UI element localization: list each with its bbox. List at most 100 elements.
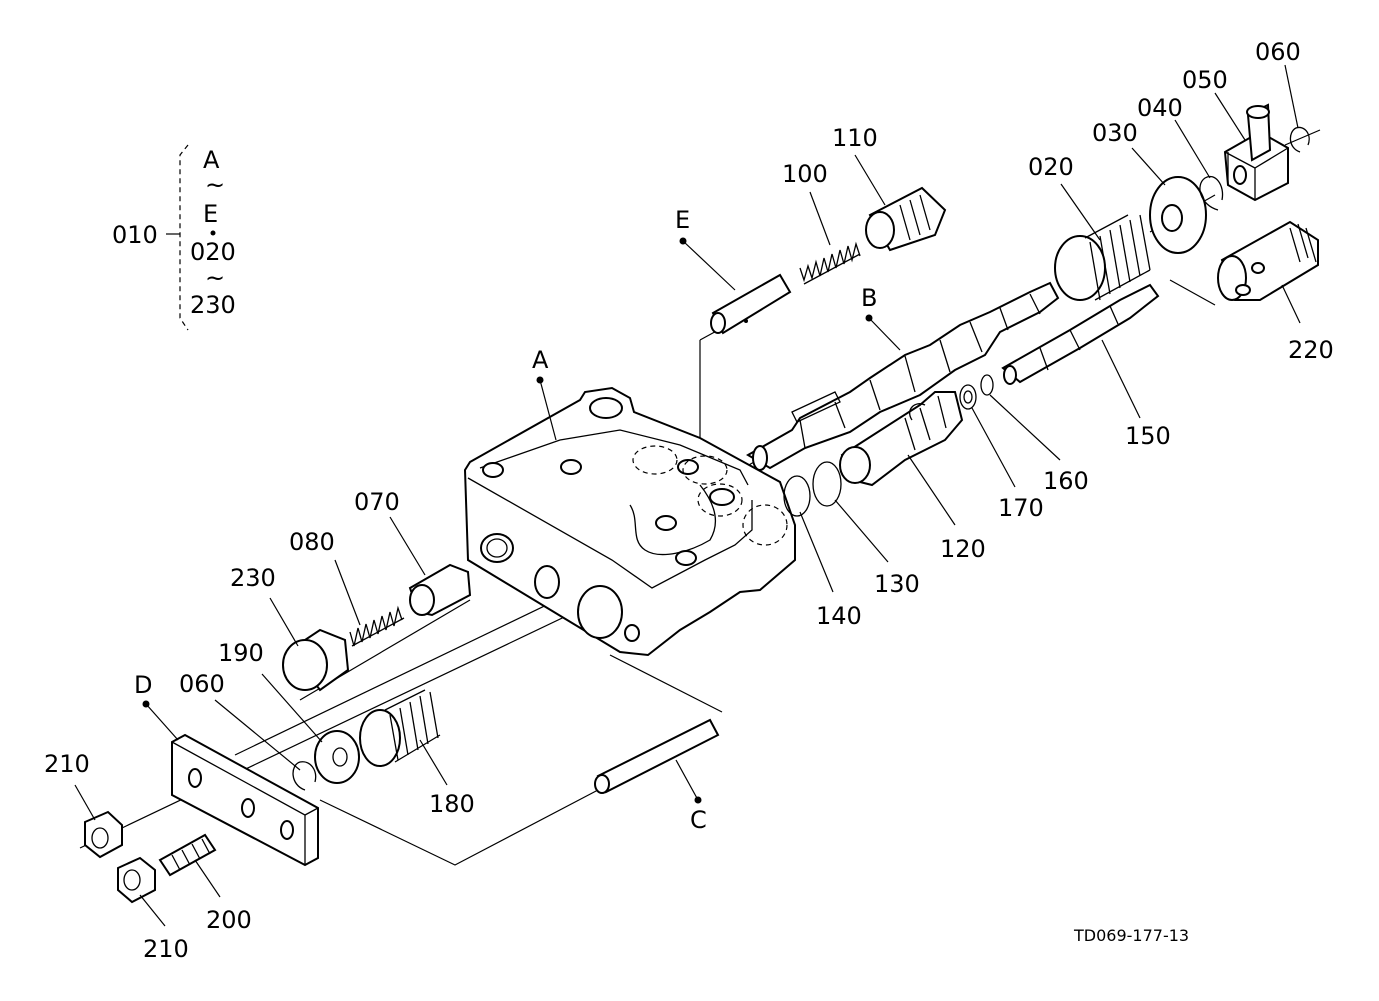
plate-d-hole-3 xyxy=(280,820,294,840)
valve-120-lands xyxy=(904,395,947,451)
label-060-top: 060 xyxy=(1255,38,1301,66)
label-190: 190 xyxy=(218,639,264,667)
body-top-boss xyxy=(589,397,623,419)
body-front-port-3 xyxy=(577,585,623,639)
nut-210-bottom xyxy=(117,856,156,904)
plug-110-bore xyxy=(865,211,895,249)
clip-060-top xyxy=(1289,126,1310,153)
washer-190-inner xyxy=(332,747,348,767)
callout-010: 010 xyxy=(112,221,158,249)
label-e: E xyxy=(675,206,690,234)
leader-d-dot xyxy=(142,700,150,708)
leader-b-dot xyxy=(865,314,873,322)
leader-e xyxy=(682,240,736,291)
axis-line-d-lower xyxy=(79,599,601,849)
plunger-150-steps xyxy=(1039,305,1119,371)
label-210-top: 210 xyxy=(44,750,90,778)
leader-c xyxy=(675,759,699,801)
o-ring-130 xyxy=(812,461,842,507)
spring-180-front xyxy=(359,709,401,767)
leader-c-dot xyxy=(694,796,702,804)
leader-a xyxy=(539,379,557,441)
plunger-150-body xyxy=(1001,283,1160,384)
label-a: A xyxy=(532,346,549,374)
body-top-hole-6 xyxy=(709,488,735,506)
o-ring-140 xyxy=(783,475,811,517)
snap-ring-040 xyxy=(1199,175,1224,211)
hidden-bore-3 xyxy=(742,504,788,546)
spool-b-end xyxy=(752,445,768,471)
spring-100-edge xyxy=(803,253,861,285)
leader-110 xyxy=(854,154,886,206)
o-ring-170 xyxy=(959,384,977,410)
leader-b xyxy=(868,317,901,351)
label-180: 180 xyxy=(429,790,475,818)
label-110: 110 xyxy=(832,124,878,152)
leader-170 xyxy=(971,407,1016,488)
plug-110 xyxy=(865,186,947,252)
o-ring-160 xyxy=(980,374,994,396)
leader-150 xyxy=(1101,339,1141,419)
valve-120-body xyxy=(840,391,964,487)
leader-060-bottom xyxy=(214,699,301,771)
plate-d-edges xyxy=(171,741,319,865)
leader-190 xyxy=(261,673,323,743)
leader-210-bottom xyxy=(139,894,166,927)
kit-bracket-group: 010 A ~ E 020 ~ 230 xyxy=(112,144,236,331)
washer-030-inner xyxy=(1161,204,1183,232)
label-160: 160 xyxy=(1043,467,1089,495)
body-edge xyxy=(467,477,753,589)
spring-100-coil xyxy=(799,241,861,283)
leader-160 xyxy=(989,394,1061,461)
spring-080-edge xyxy=(351,617,405,647)
body-front-port-4 xyxy=(624,624,640,642)
plug-110-threads xyxy=(899,194,931,241)
poppet-070-face xyxy=(409,584,435,616)
pin-e-end xyxy=(710,312,726,334)
label-b: B xyxy=(861,284,877,312)
label-050: 050 xyxy=(1182,66,1228,94)
lever-050-edges xyxy=(1224,147,1289,200)
plunger-150-end xyxy=(1003,365,1017,385)
body-front-port-1 xyxy=(480,533,514,563)
plate-d-hole-2 xyxy=(241,798,255,818)
lever-050-hole xyxy=(1233,165,1247,185)
hidden-bore-2 xyxy=(682,455,728,485)
body-front-port-1-thread xyxy=(486,538,508,558)
leader-040 xyxy=(1174,119,1211,179)
spool-b-body xyxy=(746,281,1060,470)
spool-b-lands xyxy=(799,293,1041,449)
range-start-020: 020 xyxy=(190,238,236,266)
hidden-bore-1 xyxy=(632,445,678,475)
label-070: 070 xyxy=(354,488,400,516)
hidden-bore-4 xyxy=(697,483,743,517)
sleeve-220-port-1 xyxy=(1235,284,1251,296)
sleeve-220-threads xyxy=(1289,223,1317,263)
body-top-surface xyxy=(479,429,749,486)
drawing-number: TD069-177-13 xyxy=(1073,926,1189,945)
label-040: 040 xyxy=(1137,94,1183,122)
nut-210-bottom-hole xyxy=(123,869,141,891)
range-end-e: E xyxy=(203,200,218,228)
label-140: 140 xyxy=(816,602,862,630)
axis-line-c-upper xyxy=(609,654,723,713)
spring-020 xyxy=(1054,214,1151,301)
label-d: D xyxy=(134,671,152,699)
leader-d xyxy=(145,703,179,741)
spring-080-coil xyxy=(349,605,403,647)
stud-200 xyxy=(158,833,217,877)
axis-line-220 xyxy=(1169,279,1216,306)
washer-030 xyxy=(1149,176,1207,254)
leader-180 xyxy=(419,739,448,786)
label-020: 020 xyxy=(1028,153,1074,181)
stud-200-threads xyxy=(171,838,211,871)
stud-200-body xyxy=(158,833,217,877)
clip-060-bottom xyxy=(292,761,317,791)
plunger-150 xyxy=(1001,283,1160,385)
leader-050 xyxy=(1214,92,1246,141)
leader-030 xyxy=(1131,147,1166,186)
nut-210-bottom-body xyxy=(117,856,156,904)
leader-210-top xyxy=(74,784,96,821)
label-060-bottom: 060 xyxy=(179,670,225,698)
washer-190-outer xyxy=(314,730,360,784)
